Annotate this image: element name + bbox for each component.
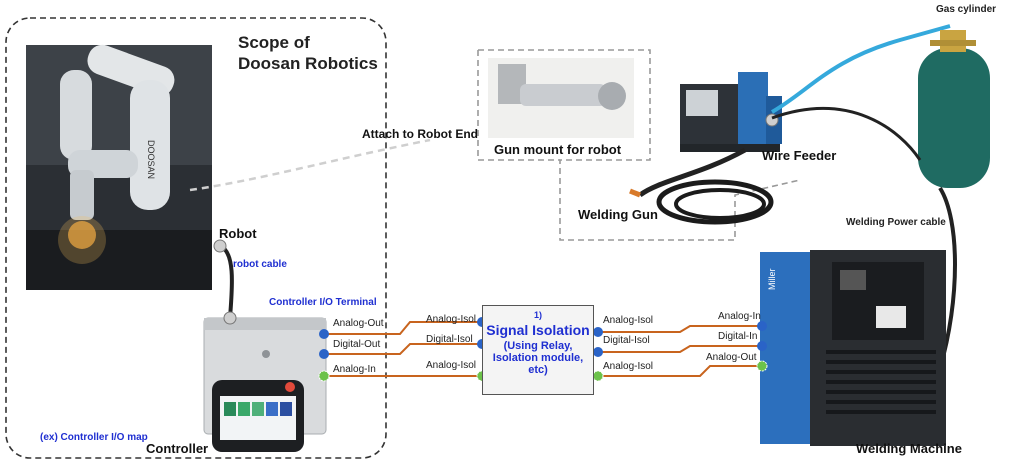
isolation-right-label-0: Analog-Isol — [603, 315, 654, 326]
welding-machine: Miller — [760, 250, 946, 446]
label-welding-gun: Welding Gun — [578, 207, 658, 222]
isolation-number: 1) — [533, 310, 542, 320]
attach-line — [189, 138, 431, 192]
signal-wires — [324, 321, 762, 377]
welder-port-label-1: Digital-In — [718, 331, 758, 342]
label-robot: Robot — [219, 226, 257, 241]
label-gas-cylinder: Gas cylinder — [936, 4, 997, 15]
label-wire-feeder: Wire Feeder — [762, 148, 837, 163]
welder-port-label-0: Analog-In — [718, 311, 761, 322]
controller-port-label-1: Digital-Out — [333, 339, 381, 350]
gun-mount-photo — [488, 58, 634, 138]
teach-pendant — [212, 380, 304, 452]
welder-ports — [756, 321, 768, 372]
robot-photo: DOOSAN — [26, 44, 212, 290]
gun-mount-frame — [478, 49, 801, 241]
controller-port-label-2: Analog-In — [333, 364, 376, 375]
signal-isolation-box: 1) Signal Isolation (Using Relay, Isolat… — [482, 305, 594, 395]
label-controller-io-map: (ex) Controller I/O map — [40, 432, 148, 443]
isolation-subtitle: (Using Relay, Isolation module, etc) — [492, 340, 584, 376]
svg-text:Miller: Miller — [767, 268, 777, 290]
controller-top-connector — [223, 311, 237, 325]
label-controller-io-terminal: Controller I/O Terminal — [269, 297, 377, 308]
isolation-title: Signal Isolation — [486, 322, 590, 338]
label-welding-machine: Welding Machine — [856, 441, 962, 456]
label-attach-to-robot-end: Attach to Robot End — [362, 127, 478, 141]
svg-text:DOOSAN: DOOSAN — [146, 140, 156, 179]
isolation-right-label-2: Analog-Isol — [603, 361, 654, 372]
label-gun-mount: Gun mount for robot — [494, 142, 622, 157]
welding-power-cable — [938, 186, 957, 369]
isolation-left-label-2: Analog-Isol — [426, 360, 477, 371]
wire-feeder — [680, 72, 782, 152]
gas-hose — [770, 24, 951, 114]
gas-cylinder — [918, 30, 990, 188]
scope-title-line1: Scope of — [238, 33, 310, 52]
isolation-left-label-1: Digital-Isol — [426, 334, 473, 345]
welding-gun — [629, 147, 774, 225]
welder-port-label-2: Analog-Out — [706, 352, 757, 363]
robot-connector — [213, 239, 227, 253]
label-robot-cable: robot cable — [233, 259, 287, 270]
scope-title-line2: Doosan Robotics — [238, 54, 378, 73]
isolation-left-label-0: Analog-Isol — [426, 314, 477, 325]
controller-port-label-0: Analog-Out — [333, 318, 384, 329]
isolation-right-label-1: Digital-Isol — [603, 335, 650, 346]
scope-boundary — [5, 17, 387, 459]
label-welding-power-cable: Welding Power cable — [846, 217, 946, 228]
robot-cable — [218, 244, 234, 319]
scope-title: Scope of Doosan Robotics — [238, 32, 378, 74]
label-controller: Controller — [146, 441, 209, 456]
feeder-power-cable — [771, 107, 922, 161]
controller-ports — [318, 329, 330, 382]
isolation-right-ports — [592, 327, 604, 382]
